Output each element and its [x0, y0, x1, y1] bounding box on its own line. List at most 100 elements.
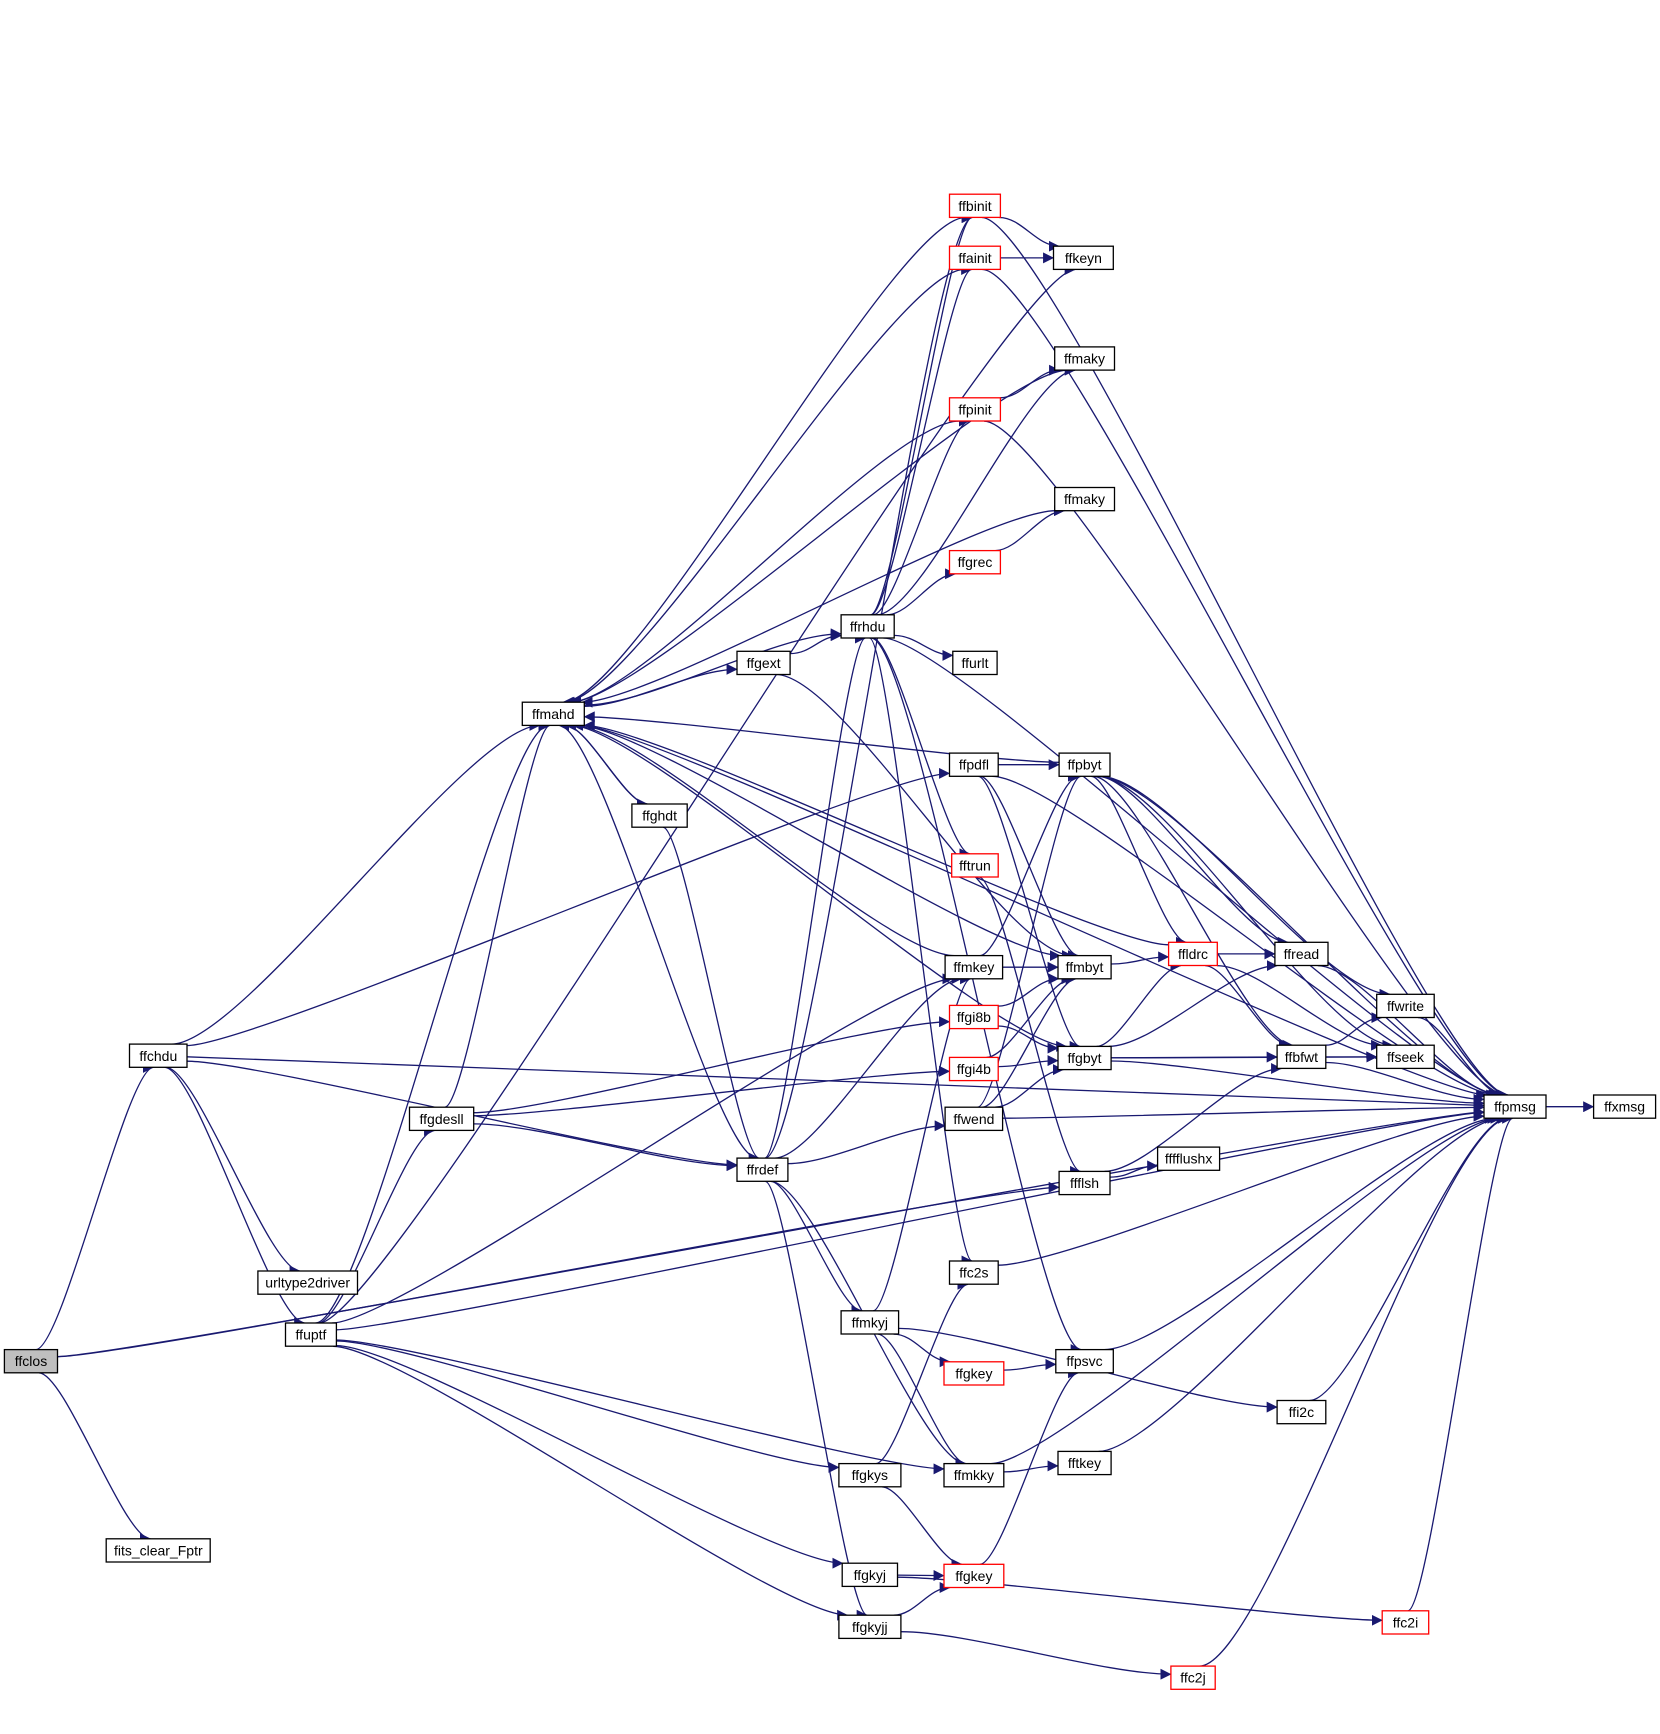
node-ffmbyt[interactable]: ffmbyt	[1057, 954, 1112, 980]
node-box	[944, 1106, 1004, 1132]
node-ffpinit[interactable]: ffpinit	[948, 397, 1002, 422]
node-ffpbyt[interactable]: ffpbyt	[1058, 752, 1111, 777]
edge-ffrhdu-to-ffbinit	[870, 212, 973, 616]
node-box	[631, 803, 688, 828]
node-ffgkys[interactable]: ffgkys	[838, 1462, 902, 1488]
node-ffmaky1[interactable]: ffmaky	[1054, 346, 1116, 371]
node-box	[1058, 752, 1111, 777]
node-label: ffgext	[747, 655, 781, 671]
edge-ffrhdu-to-ffmaky1	[876, 364, 1076, 616]
node-label: ffgkys	[852, 1467, 888, 1483]
node-box	[1055, 1348, 1114, 1374]
node-label: ffghdt	[642, 808, 677, 824]
edge-ffc2s-to-ffpmsg	[998, 1110, 1485, 1266]
edge-ffpbyt-to-ffseek	[1097, 775, 1394, 1051]
node-ffpsvc[interactable]: ffpsvc	[1055, 1348, 1114, 1374]
node-label: ffgkyjj	[852, 1619, 888, 1635]
node-label: ffpsvc	[1066, 1353, 1102, 1369]
node-label: ffmkky	[954, 1467, 994, 1483]
node-urltype2driver[interactable]: urltype2driver	[257, 1270, 359, 1295]
edge-ffmkey-to-ffpbyt	[980, 770, 1079, 957]
node-fftkey[interactable]: fftkey	[1057, 1450, 1112, 1476]
node-ffwend[interactable]: ffwend	[944, 1106, 1004, 1132]
node-ffuptf[interactable]: ffuptf	[284, 1322, 338, 1347]
node-ffxmsg[interactable]: ffxmsg	[1592, 1094, 1657, 1119]
node-ffrdef[interactable]: ffrdef	[736, 1157, 789, 1182]
node-ffgdesll[interactable]: ffgdesll	[408, 1106, 475, 1132]
edge-ffrhdu-to-ffurlt	[894, 634, 954, 661]
node-box	[1592, 1094, 1657, 1119]
node-ffmaky2[interactable]: ffmaky	[1054, 486, 1116, 512]
node-ffkeyn[interactable]: ffkeyn	[1052, 245, 1114, 271]
node-box	[943, 1361, 1005, 1386]
node-ffc2j[interactable]: ffc2j	[1170, 1665, 1216, 1690]
edge-ffainit-to-ffmahd	[563, 268, 965, 708]
node-fits_clear_Fptr[interactable]: fits_clear_Fptr	[105, 1538, 211, 1563]
node-ffainit[interactable]: ffainit	[948, 245, 1002, 271]
node-ffgext[interactable]: ffgext	[736, 650, 791, 676]
edge-ffmaky2-to-ffmahd	[581, 510, 1056, 708]
node-label: ffmaky	[1064, 351, 1105, 367]
node-ffurlt[interactable]: ffurlt	[952, 650, 998, 676]
node-ffgkyjj[interactable]: ffgkyjj	[838, 1614, 902, 1640]
edge-fftrun-to-ffflsh	[978, 876, 1082, 1177]
edge-fftkey-to-ffpmsg	[1098, 1112, 1502, 1453]
node-ffwrite[interactable]: ffwrite	[1376, 993, 1435, 1019]
node-ffghdt[interactable]: ffghdt	[631, 803, 688, 828]
node-label: ffc2j	[1180, 1670, 1205, 1686]
node-ffrhdu[interactable]: ffrhdu	[840, 614, 895, 639]
node-box	[1057, 1450, 1112, 1476]
node-label: ffseek	[1387, 1049, 1425, 1065]
edge-ffwend-to-ffpbyt	[977, 770, 1082, 1108]
node-ffread[interactable]: ffread	[1274, 941, 1329, 967]
node-ffmkey[interactable]: ffmkey	[944, 954, 1004, 980]
node-ffc2i[interactable]: ffc2i	[1381, 1610, 1430, 1635]
node-box	[841, 1562, 899, 1588]
edge-ffgext-to-ffrhdu	[790, 630, 842, 655]
node-box	[948, 752, 999, 777]
node-box	[1276, 1399, 1327, 1425]
node-label: ffuptf	[296, 1327, 327, 1343]
node-ffbinit[interactable]: ffbinit	[948, 193, 1002, 219]
edge-ffpsvc-to-ffpmsg	[1104, 1112, 1496, 1351]
node-ffclos[interactable]: ffclos	[3, 1348, 59, 1374]
node-ffgi8b[interactable]: ffgi8b	[948, 1004, 999, 1030]
node-box	[1276, 1044, 1327, 1070]
node-ffgbyt[interactable]: ffgbyt	[1057, 1045, 1112, 1071]
edge-ffrdef-to-ffwend	[787, 1120, 946, 1165]
node-fftrun[interactable]: fftrun	[951, 853, 999, 878]
node-label: ffpmsg	[1494, 1099, 1536, 1115]
node-ffgkey1[interactable]: ffgkey	[943, 1361, 1005, 1386]
edge-ffgdesll-to-ffgi8b	[473, 1016, 951, 1114]
edge-ffbinit-to-ffkeyn	[999, 216, 1060, 252]
node-ffchdu[interactable]: ffchdu	[128, 1043, 188, 1068]
node-label: ffgrec	[958, 554, 993, 570]
node-ffmkky[interactable]: ffmkky	[943, 1462, 1005, 1488]
node-ffmkyj[interactable]: ffmkyj	[840, 1310, 900, 1335]
edge-ffpinit-to-ffmaky1	[999, 364, 1061, 399]
node-ffgi4b[interactable]: ffgi4b	[948, 1056, 999, 1082]
node-label: ffgi8b	[957, 1009, 991, 1025]
edge-ffrhdu-to-ffainit	[870, 264, 973, 616]
node-ffgkyj[interactable]: ffgkyj	[841, 1562, 899, 1588]
edge-ffwend-to-ffpmsg	[1002, 1101, 1485, 1119]
edge-ffgdesll-to-ffmahd	[444, 720, 551, 1108]
node-ffi2c[interactable]: ffi2c	[1276, 1399, 1327, 1425]
edge-ffgrec-to-ffmaky2	[995, 505, 1065, 552]
node-label: ffchdu	[139, 1048, 177, 1064]
node-ffgrec[interactable]: ffgrec	[948, 549, 1002, 575]
node-ffpdfl[interactable]: ffpdfl	[948, 752, 999, 777]
node-ffpmsg[interactable]: ffpmsg	[1483, 1094, 1547, 1119]
node-fffflushx[interactable]: fffflushx	[1156, 1146, 1221, 1171]
node-ffflsh[interactable]: ffflsh	[1058, 1170, 1111, 1196]
node-label: ffgkey	[955, 1568, 992, 1584]
node-label: ffwrite	[1387, 998, 1424, 1014]
edge-ffgbyt-to-ffldrc	[1096, 960, 1182, 1048]
node-ffseek[interactable]: ffseek	[1376, 1044, 1435, 1070]
node-ffc2s[interactable]: ffc2s	[948, 1260, 999, 1285]
node-ffldrc[interactable]: ffldrc	[1167, 941, 1218, 967]
node-ffgkey2[interactable]: ffgkey	[943, 1563, 1005, 1589]
node-ffbfwt[interactable]: ffbfwt	[1276, 1044, 1327, 1070]
node-ffmahd[interactable]: ffmahd	[521, 701, 585, 727]
node-box	[408, 1106, 475, 1132]
